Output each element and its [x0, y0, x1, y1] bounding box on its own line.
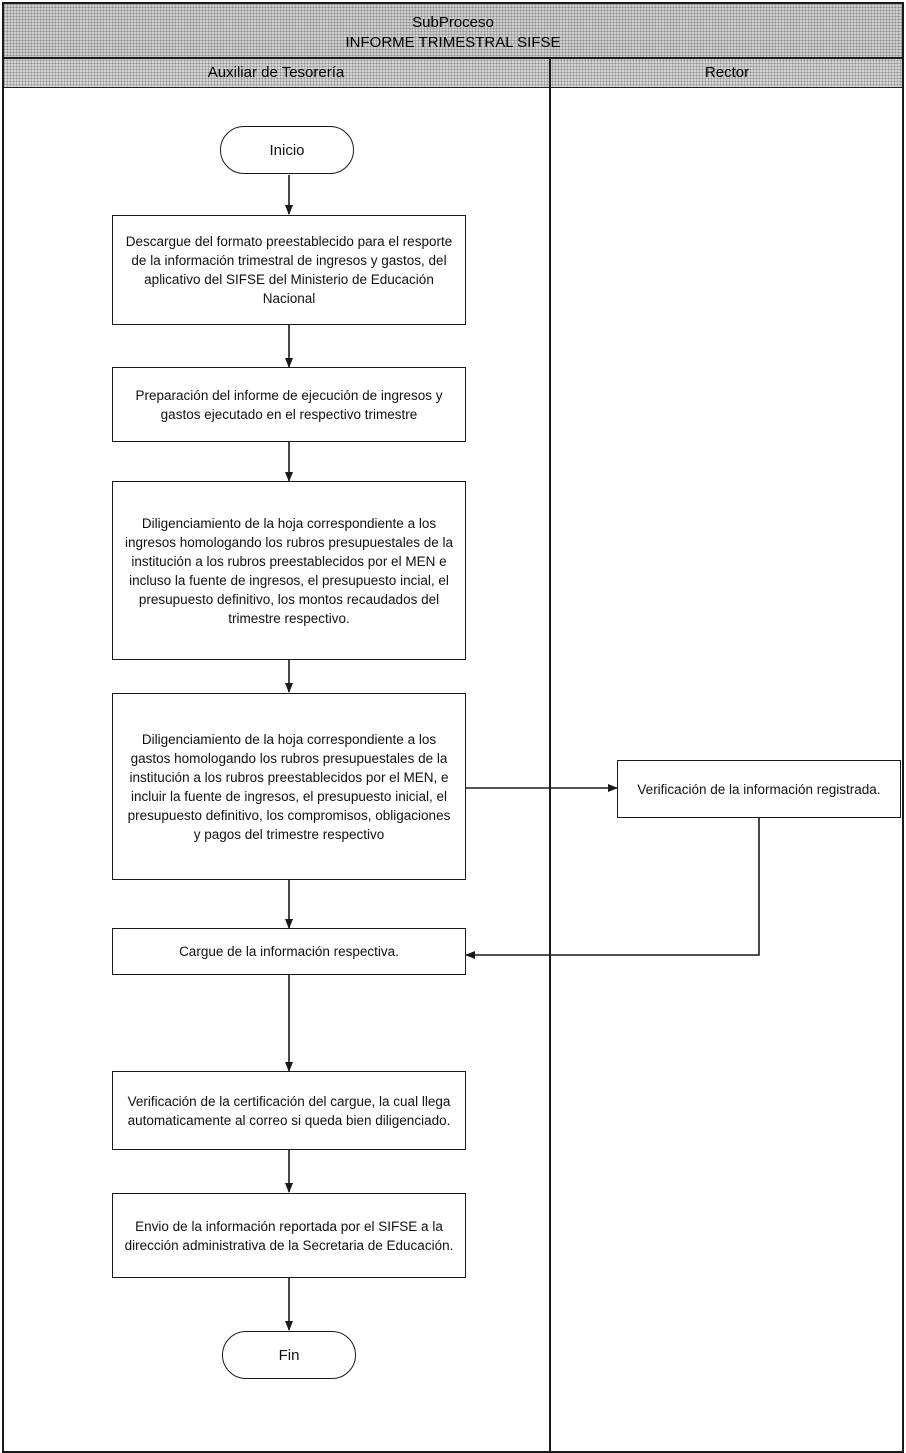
step-verify-information: Verificación de la información registrad…: [617, 760, 901, 818]
connector-verify-step5: [465, 818, 760, 959]
lane-header-auxiliar: Auxiliar de Tesorería: [3, 59, 549, 88]
step-fill-expense-sheet-label: Diligenciamiento de la hoja correspondie…: [127, 731, 451, 842]
end-terminal: Fin: [222, 1331, 356, 1379]
step-download-format-label: Descargue del formato preestablecido par…: [125, 234, 453, 306]
step-verify-certification-label: Verificación de la certificación del car…: [127, 1093, 451, 1128]
lane-header-rector: Rector: [551, 59, 903, 88]
subprocess-header: [3, 3, 903, 59]
step-verify-certification: Verificación de la certificación del car…: [112, 1071, 466, 1150]
step-fill-income-sheet: Diligenciamiento de la hoja correspondie…: [112, 481, 466, 660]
subprocess-title: INFORME TRIMESTRAL SIFSE: [345, 34, 561, 51]
step-upload-information: Cargue de la información respectiva.: [112, 928, 466, 975]
step-fill-income-sheet-label: Diligenciamiento de la hoja correspondie…: [125, 515, 453, 626]
start-terminal: Inicio: [220, 126, 354, 174]
start-label: Inicio: [269, 141, 305, 159]
end-label: Fin: [278, 1346, 300, 1364]
step-send-information-label: Envio de la información reportada por el…: [124, 1218, 454, 1253]
step-fill-expense-sheet: Diligenciamiento de la hoja correspondie…: [112, 693, 466, 880]
step-download-format: Descargue del formato preestablecido par…: [112, 215, 466, 325]
step-prepare-report: Preparación del informe de ejecución de …: [112, 367, 466, 442]
step-send-information: Envio de la información reportada por el…: [112, 1193, 466, 1278]
subprocess-label: SubProceso: [412, 14, 494, 31]
step-verify-information-label: Verificación de la información registrad…: [637, 781, 881, 797]
step-upload-information-label: Cargue de la información respectiva.: [179, 944, 399, 959]
step-prepare-report-label: Preparación del informe de ejecución de …: [135, 387, 443, 422]
